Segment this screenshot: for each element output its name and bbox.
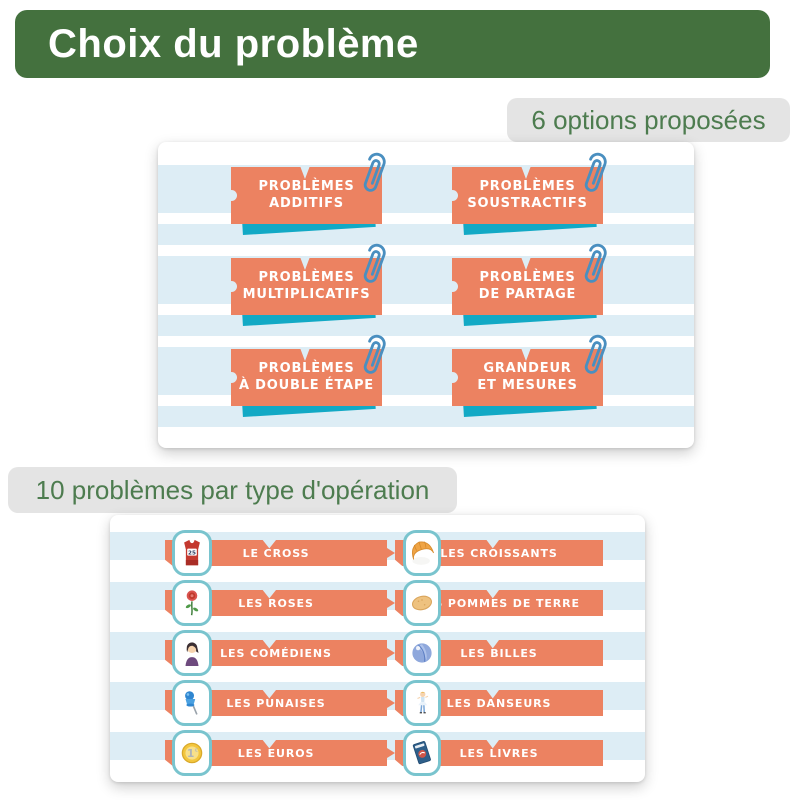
option-card-problemes-soustractifs[interactable]: PROBLÈMES SOUSTRACTIFS — [447, 152, 607, 236]
card-line2: ET MESURES — [477, 377, 578, 393]
problems-count-badge: 10 problèmes par type d'opération — [8, 467, 457, 513]
card-line1: PROBLÈMES — [258, 178, 355, 194]
card-line2: MULTIPLICATIFS — [242, 286, 371, 302]
croissant-icon — [403, 530, 441, 576]
page-title: Choix du problème — [48, 21, 419, 66]
card-line1: PROBLÈMES — [258, 360, 355, 376]
paperclip-icon — [584, 334, 607, 374]
card-line2: DE PARTAGE — [478, 286, 577, 302]
card-line2: SOUSTRACTIFS — [467, 195, 588, 211]
banner-label: LES LIVRES — [459, 746, 539, 760]
banner-tail — [387, 698, 395, 708]
actor-icon — [172, 630, 212, 676]
card-line2: À DOUBLE ÉTAPE — [239, 377, 374, 393]
paperclip-icon — [584, 243, 607, 283]
banner-label: LES BILLES — [460, 646, 538, 660]
option-card-problemes-additifs[interactable]: PROBLÈMES ADDITIFS — [226, 152, 386, 236]
card-notch — [226, 372, 237, 383]
paperclip-icon — [584, 152, 607, 192]
banner-label: LES DANSEURS — [446, 696, 552, 710]
card-label: GRANDEUR ET MESURES — [452, 349, 603, 406]
card-line1: PROBLÈMES — [258, 269, 355, 285]
card-line2: ADDITIFS — [269, 195, 344, 211]
svg-text:25: 25 — [188, 550, 196, 556]
card-line1: PROBLÈMES — [479, 178, 576, 194]
race-bib-icon: 25 — [172, 530, 212, 576]
banner-label: LE CROSS — [242, 546, 310, 560]
card-line1: PROBLÈMES — [479, 269, 576, 285]
options-count-badge: 6 options proposées — [507, 98, 790, 142]
marble-icon — [403, 630, 441, 676]
banner-label: LES EUROS — [237, 746, 315, 760]
problems-panel: LE CROSS 25 LES CROISSANTS LES ROSES — [110, 515, 645, 782]
card-notch — [447, 190, 458, 201]
card-notch — [226, 281, 237, 292]
svg-text:€: € — [195, 748, 198, 754]
card-label: PROBLÈMES DE PARTAGE — [452, 258, 603, 315]
rose-icon — [172, 580, 212, 626]
potato-icon — [403, 580, 441, 626]
card-label: PROBLÈMES MULTIPLICATIFS — [231, 258, 382, 315]
banner-label: LES COMÉDIENS — [220, 646, 332, 660]
option-card-problemes-multiplicatifs[interactable]: PROBLÈMES MULTIPLICATIFS — [226, 243, 386, 327]
option-card-grandeur-et-mesures[interactable]: GRANDEUR ET MESURES — [447, 334, 607, 418]
book-icon — [403, 730, 441, 776]
paperclip-icon — [363, 243, 386, 283]
stripe — [158, 406, 694, 427]
card-label: PROBLÈMES À DOUBLE ÉTAPE — [231, 349, 382, 406]
banner-label: LES POMMES DE TERRE — [418, 596, 580, 610]
euro-coin-icon: 1 € — [172, 730, 212, 776]
pushpin-icon — [172, 680, 212, 726]
card-label: PROBLÈMES SOUSTRACTIFS — [452, 167, 603, 224]
card-notch — [447, 372, 458, 383]
card-line1: GRANDEUR — [483, 360, 572, 376]
card-notch — [226, 190, 237, 201]
dancer-icon — [403, 680, 441, 726]
banner-label: LES CROISSANTS — [440, 546, 558, 560]
banner-label: LES PUNAISES — [226, 696, 326, 710]
banner-tail — [387, 598, 395, 608]
paperclip-icon — [363, 334, 386, 374]
page-header: Choix du problème — [15, 10, 770, 78]
banner-tail — [387, 548, 395, 558]
option-card-problemes-a-double-etape[interactable]: PROBLÈMES À DOUBLE ÉTAPE — [226, 334, 386, 418]
svg-text:1: 1 — [187, 748, 194, 760]
card-notch — [447, 281, 458, 292]
card-label: PROBLÈMES ADDITIFS — [231, 167, 382, 224]
banner-label: LES ROSES — [238, 596, 314, 610]
banner-tail — [387, 748, 395, 758]
option-card-problemes-de-partage[interactable]: PROBLÈMES DE PARTAGE — [447, 243, 607, 327]
banner-tail — [387, 648, 395, 658]
paperclip-icon — [363, 152, 386, 192]
options-panel: PROBLÈMES ADDITIFS PROBLÈMES SOUSTRACTIF… — [158, 142, 694, 448]
